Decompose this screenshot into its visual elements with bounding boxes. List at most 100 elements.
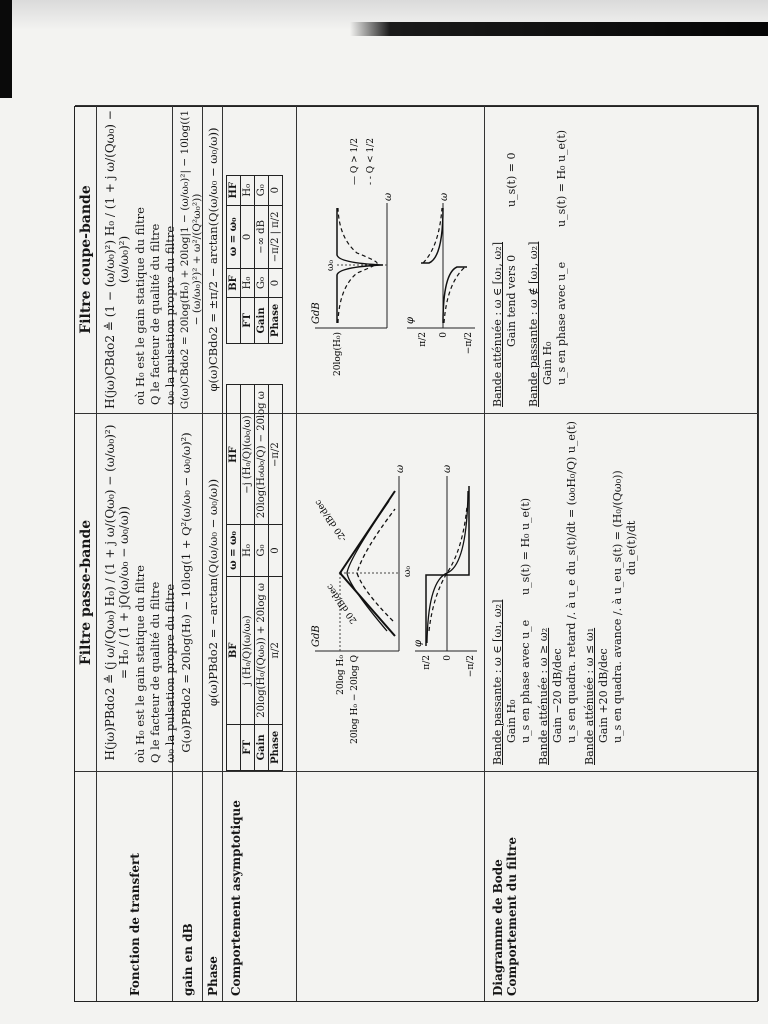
passe-phase-asymptote <box>425 486 470 646</box>
coupe-asym-head-w0: ω = ω₀ <box>226 205 241 269</box>
row-label-bode: Diagramme de Bode <box>491 859 505 996</box>
row-label-bode-cell <box>297 771 485 1001</box>
coupe-asym-head-0 <box>226 297 241 344</box>
coupe-gdb-label: GdB <box>311 302 322 324</box>
coupe-zero-label: 0 <box>439 332 449 338</box>
passe-gdb-label: GdB <box>311 625 322 647</box>
scan-top-dark-edge <box>350 22 768 36</box>
coupe-asym-head-hf: HF <box>226 175 241 206</box>
coupe-def-q: Q le facteur de qualité du filtre <box>148 223 162 405</box>
passe-beh-l4: Bande atténuée : ω ≥ ω₂ <box>537 627 550 765</box>
passe-y2-label: 20log H₀ − 20log Q <box>350 655 360 744</box>
passe-asym-head-0 <box>226 724 241 771</box>
coupe-phase-curve-low-q <box>422 207 466 324</box>
coupe-phase-curve-high-q <box>421 207 467 324</box>
coupe-asym-phase-w0: −π/2 | π/2 <box>268 205 283 269</box>
passe-beh-l1: Bande passante : ω ∈ [ω₁, ω₂] <box>491 599 504 765</box>
coupe-transfer-cell: H(jω)CBdo2 ≜ (1 − (ω/ω₀)²) H₀ / (1 + j ω… <box>97 105 177 413</box>
row-label-asymptotic: Comportement asymptotique <box>223 771 297 1001</box>
passe-behavior-cell: Bande passante : ω ∈ [ω₁, ω₂] Gain H₀ u_… <box>485 413 759 771</box>
coupe-asym-ft-label: FT <box>240 297 255 344</box>
coupe-legend-low-q: - - Q < 1/2 <box>366 138 376 185</box>
passe-transfer-cell: H(jω)PBdo2 ≜ (j ω/(Qω₀) H₀) / (1 + j ω/(… <box>97 413 177 771</box>
passe-asym-gain-label: Gain <box>254 724 269 771</box>
passe-asym-cell: BF ω = ω₀ HF FT j (H₀/Q)(ω/ω₀) H₀ −j (H₀… <box>223 384 297 771</box>
passe-pi2-label: π/2 <box>422 655 432 670</box>
passe-slope-minus20: -20 dB/dec <box>313 497 349 543</box>
document-page: Filtre passe-bande Filtre coupe-bande Fo… <box>74 105 759 1002</box>
row-label-transfer: Fonction de transfert <box>97 771 173 1001</box>
coupe-asym-gain-bf: G₀ <box>254 268 269 298</box>
passe-transfer-formula: H(jω)PBdo2 ≜ (j ω/(Qω₀) H₀) / (1 + j ω/(… <box>103 424 131 761</box>
passe-phase-formula: φ(ω)PBdo2 = −arctan(Q(ω/ω₀ − ω₀/ω)) <box>203 413 223 771</box>
passe-beh-l2: Gain H₀ <box>505 699 518 743</box>
passe-asym-phase-bf: π/2 <box>268 576 283 725</box>
coupe-asym-head-bf: BF <box>226 268 241 298</box>
coupe-asym-phase-bf: 0 <box>268 268 283 298</box>
row-label-behavior: Comportement du filtre <box>505 837 519 996</box>
passe-bande-title: Filtre passe-bande <box>75 413 97 771</box>
coupe-asym-gain-hf: G₀ <box>254 175 269 206</box>
coupe-legend-high-q: — Q > 1/2 <box>350 138 360 185</box>
passe-def-q: Q le facteur de qualité du filtre <box>148 581 162 763</box>
row-label-gain: gain en dB <box>173 771 203 1001</box>
coupe-phase-w-label: ω <box>439 193 450 201</box>
passe-asym-phase-label: Phase <box>268 724 283 771</box>
coupe-gain-curve-low-q <box>337 207 378 324</box>
passe-beh-l5: Gain −20 dB/dec <box>551 648 564 743</box>
coupe-asym-phase-label: Phase <box>268 297 283 344</box>
passe-w0-label: ω₀ <box>403 566 413 577</box>
coupe-asym-gain-w0: −∞ dB <box>254 205 269 269</box>
passe-y1-label: 20log H₀ <box>336 655 346 695</box>
coupe-gain-formula: G(ω)CBdo2 = 20log(H₀) + 20log|1 − (ω/ω₀)… <box>173 105 203 413</box>
passe-asym-gain-w0: G₀ <box>254 524 269 577</box>
passe-asym-gain-bf: 20log(H₀/(Qω₀)) + 20log ω <box>254 576 269 725</box>
passe-beh-l7: Bande atténuée : ω ≤ ω₁ <box>583 627 596 765</box>
passe-phase-curve <box>426 490 469 644</box>
coupe-gain-w-label: ω <box>383 193 394 201</box>
coupe-gain-curve-high-q <box>336 208 384 323</box>
coupe-w0-label: ω₀ <box>326 260 336 271</box>
coupe-asym-ft-w0: 0 <box>240 205 255 269</box>
row-label-behavior-cell: Diagramme de Bode Comportement du filtre <box>485 771 759 1001</box>
coupe-asym-table: BF ω = ω₀ HF FT H₀ 0 H₀ Gain G₀ −∞ dB G₀… <box>226 175 283 344</box>
coupe-mpi2-label: −π/2 <box>464 332 474 354</box>
coupe-bode-cell: GdB ω 20log(H₀) ω₀ φ ω π/2 0 −π/2 — Q > … <box>297 105 485 413</box>
passe-phi-label: φ <box>413 640 424 647</box>
passe-asym-table: BF ω = ω₀ HF FT j (H₀/Q)(ω/ω₀) H₀ −j (H₀… <box>226 384 283 771</box>
row-label-phase: Phase <box>203 771 223 1001</box>
passe-zero-label: 0 <box>443 655 453 661</box>
passe-asym-ft-label: FT <box>240 724 255 771</box>
passe-gain-curve-low-q <box>356 508 396 622</box>
coupe-asym-cell: BF ω = ω₀ HF FT H₀ 0 H₀ Gain G₀ −∞ dB G₀… <box>223 105 297 413</box>
passe-asym-head-bf: BF <box>226 576 241 725</box>
coupe-bande-title: Filtre coupe-bande <box>75 105 97 413</box>
corner-cell <box>75 771 97 1001</box>
coupe-beh-l3: Bande passante : ω ∉ [ω₁, ω₂] <box>527 241 540 407</box>
passe-bode-diagram: GdB ω 20log H₀ 20log H₀ − 20log Q ω₀ 20 … <box>311 465 477 744</box>
coupe-bode-diagram: GdB ω 20log(H₀) ω₀ φ ω π/2 0 −π/2 — Q > … <box>311 138 475 376</box>
coupe-beh-l4: Gain H₀ <box>541 341 554 385</box>
passe-beh-l8: Gain +20 dB/dec <box>597 648 610 743</box>
passe-asym-phase-w0: 0 <box>268 524 283 577</box>
passe-gain-w-label: ω <box>395 465 406 473</box>
coupe-beh-l1: Bande atténuée : ω ∈ [ω₁, ω₂] <box>491 241 504 407</box>
passe-gain-curve-high-q <box>346 500 390 632</box>
rotated-table: Filtre passe-bande Filtre coupe-bande Fo… <box>74 105 759 1002</box>
passe-phase-curve-low-q <box>428 505 468 632</box>
passe-def-h0: où H₀ est le gain statique du filtre <box>133 565 147 763</box>
coupe-behavior-cell: Bande atténuée : ω ∈ [ω₁, ω₂] Gain tend … <box>485 105 759 413</box>
scan-left-dark-edge <box>0 0 12 98</box>
filter-table: Filtre passe-bande Filtre coupe-bande Fo… <box>74 105 759 1002</box>
passe-mpi2-label: −π/2 <box>466 655 476 677</box>
coupe-y1-label: 20log(H₀) <box>332 332 343 376</box>
coupe-phase-formula: φ(ω)CBdo2 = ±π/2 − arctan(Q(ω/ω₀ − ω₀/ω)… <box>203 105 223 413</box>
coupe-asym-ft-hf: H₀ <box>240 175 255 206</box>
passe-gain-formula: G(ω)PBdo2 = 20log(H₀) − 10log(1 + Q²(ω/ω… <box>173 413 203 771</box>
passe-asym-ft-w0: H₀ <box>240 524 255 577</box>
coupe-phi-label: φ <box>405 317 416 324</box>
coupe-pi2-label: π/2 <box>418 332 428 347</box>
passe-asym-head-w0: ω = ω₀ <box>226 524 241 577</box>
passe-phase-w-label: ω <box>442 465 453 473</box>
passe-asym-ft-bf: j (H₀/Q)(ω/ω₀) <box>240 576 255 725</box>
